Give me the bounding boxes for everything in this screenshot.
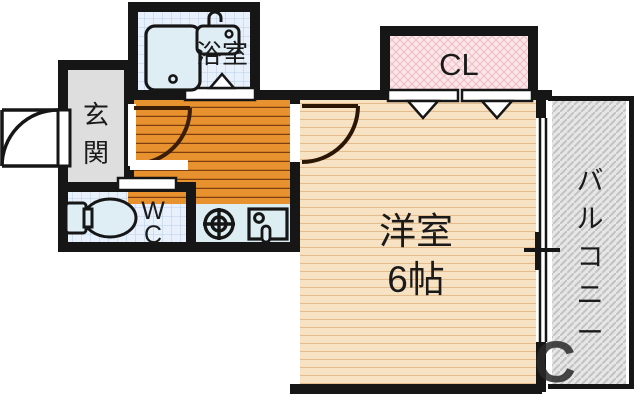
wall-balcony-right [629,96,634,388]
label-balcony-char-1: ル [577,204,604,234]
wall-bath-left [128,2,138,98]
label-balcony-char-3: ニ [577,280,604,310]
sink-faucet [260,224,272,244]
wall-room-right-top [536,96,546,120]
bathtub-drain [168,74,178,84]
label-balcony: バ ル コ ニ ー [577,166,604,348]
bathroom-door[interactable] [183,72,257,102]
room-closet-fill [386,32,532,90]
genkan-entry-door[interactable] [0,108,72,168]
wall-hall-top-right [256,90,304,100]
wall-bath-right [250,2,260,98]
wall-top-left [58,60,134,70]
label-closet: CL [439,47,479,82]
wall-wc-right [186,182,196,250]
toilet-icon [64,197,138,239]
label-balcony-char-2: コ [577,242,604,272]
room-genkan-fill [68,68,124,188]
wall-room-top-left [296,90,388,100]
wc-door-panel[interactable] [116,176,178,192]
wall-bottom-left [58,242,298,252]
mainroom-door-swing-arc [301,105,360,164]
basin-faucet [207,10,223,26]
wall-closet-right [528,26,538,98]
label-genkan-char1: 玄 [83,100,109,130]
sink-drain [253,212,265,224]
closet-door-right[interactable] [460,88,534,103]
label-mainroom-name: 洋室 [379,211,453,252]
wc-door[interactable] [116,176,178,192]
wall-balcony-top [548,96,634,101]
wall-closet-left [380,26,390,98]
closet-doors[interactable] [386,88,534,120]
gas-stove-icon [203,208,235,240]
genkan-door-leaf[interactable] [56,108,72,168]
closet-door-left-fold-marker [405,99,441,120]
mainroom-door[interactable] [290,104,360,164]
mainroom-door-opening [290,104,300,162]
balcony-sliding-door[interactable] [524,118,560,342]
closet-door-right-fold-marker [479,99,515,120]
label-mainroom-size: 6帖 [387,259,445,300]
wall-room-right-bot [536,340,546,392]
basin-drain [224,29,234,39]
wall-room-bottom [290,384,542,394]
wall-bath-top [128,2,260,12]
bathtub-basin [144,24,202,92]
label-genkan-char2: 関 [83,138,109,168]
closet-door-left[interactable] [386,88,460,103]
label-wc-char1: W [141,197,165,225]
stove-burner-cross [203,208,235,240]
wall-closet-top [380,26,538,36]
toilet-connector [82,207,94,229]
bathtub-icon [144,24,202,92]
wash-basin-icon [195,10,241,56]
wall-room-top-right [530,90,552,100]
label-bathroom: 浴室 [196,39,248,69]
hall-entry-door[interactable] [128,104,192,170]
room-balcony-fill [552,100,626,385]
kitchen-sink-icon [247,207,289,244]
bathroom-door-fold-marker [207,72,237,90]
wall-balcony-bottom [548,384,634,389]
hall-door-opening [128,104,136,166]
hall-door-threshold [130,160,188,170]
watermark-text: C [534,330,576,395]
wall-hall-right [290,96,300,252]
label-balcony-char-4: ー [577,318,604,348]
label-wc-char2: C [144,221,162,249]
label-balcony-char-0: バ [577,166,604,196]
basin-bowl [195,24,241,56]
